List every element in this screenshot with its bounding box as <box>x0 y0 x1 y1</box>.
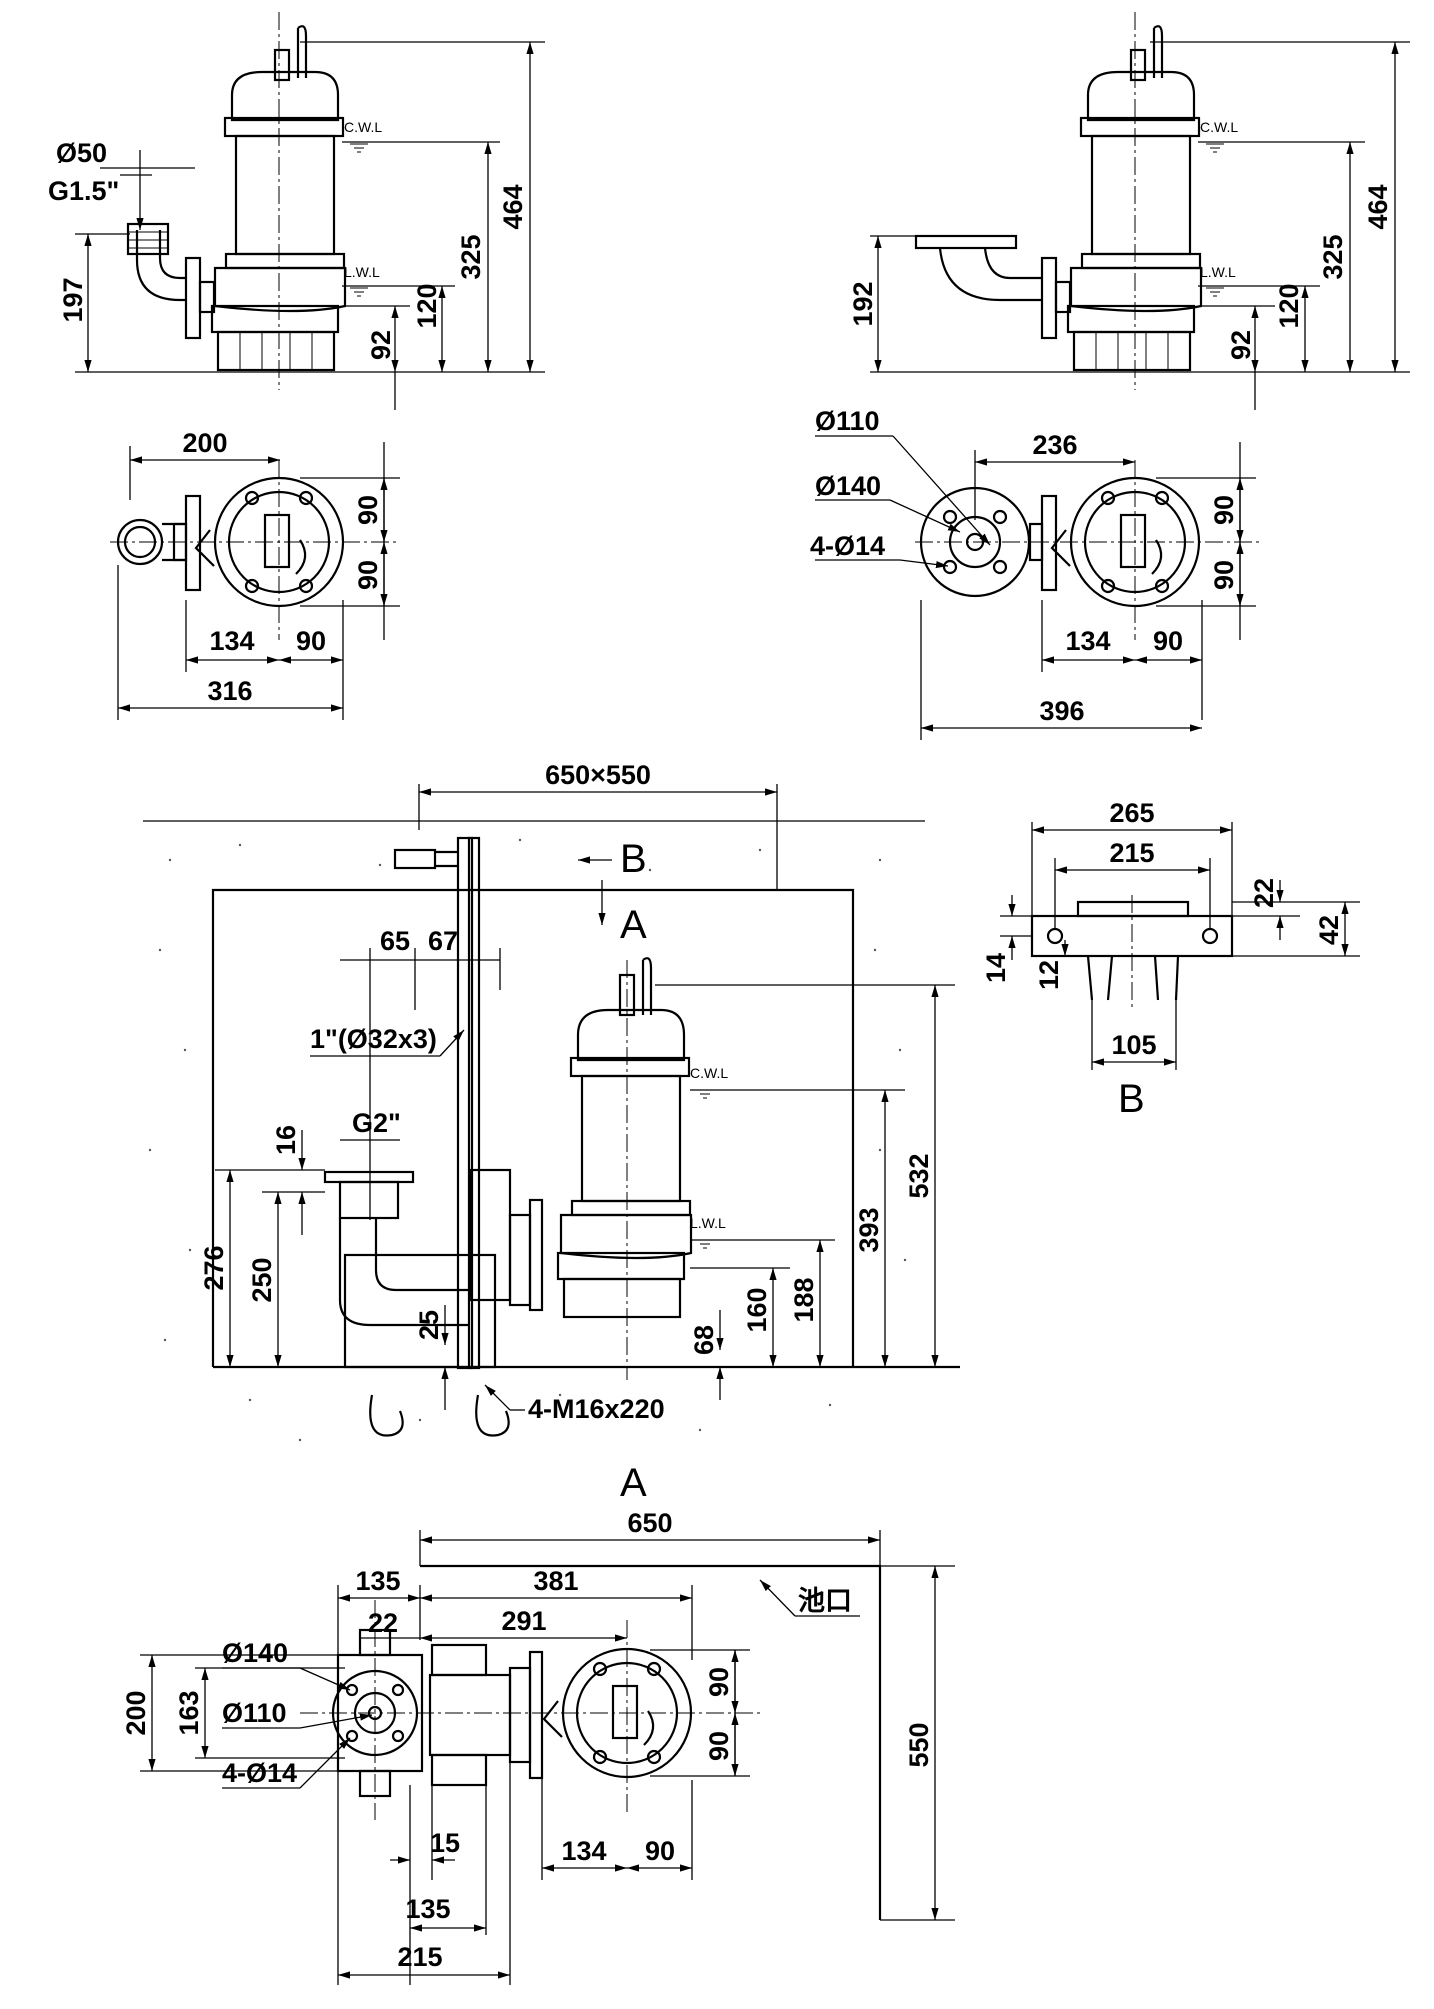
dim-90-a: 90 <box>353 495 383 525</box>
dim-90-i: 90 <box>645 1836 675 1866</box>
pump-body-2 <box>1066 25 1203 372</box>
dim-42: 42 <box>1314 915 1344 945</box>
dim-160: 160 <box>742 1287 772 1332</box>
label-detail-b: B <box>1118 1077 1145 1121</box>
label-thread-g2: G2" <box>352 1108 401 1138</box>
dim-276: 276 <box>199 1245 229 1290</box>
dim-325-v2: 325 <box>1318 234 1348 279</box>
label-lwl-3: L.W.L <box>690 1215 726 1231</box>
dim-120: 120 <box>412 283 442 328</box>
label-holes-a: 4-Ø14 <box>222 1758 297 1788</box>
plan-view-threaded-outlet: 200 90 90 134 90 316 <box>110 428 400 720</box>
dim-67: 67 <box>428 926 458 956</box>
label-lwl-2: L.W.L <box>1200 264 1236 280</box>
side-view-flanged-outlet: C.W.L L.W.L 192 464 325 120 92 <box>848 12 1410 410</box>
dim-250: 250 <box>247 1257 277 1302</box>
dim-464: 464 <box>498 184 528 229</box>
label-bolts: 4-M16x220 <box>528 1394 665 1424</box>
dim-265: 265 <box>1109 798 1154 828</box>
dim-134-a: 134 <box>561 1836 606 1866</box>
label-od-140: Ø140 <box>815 471 881 501</box>
dim-163: 163 <box>174 1690 204 1735</box>
concrete-texture <box>148 838 907 1442</box>
label-cwl-1: C.W.L <box>344 119 382 135</box>
dim-90-d: 90 <box>1209 495 1239 525</box>
discharge-elbow-flanged <box>914 234 1072 340</box>
plan-view-flanged-outlet: 236 Ø110 Ø140 4-Ø14 90 90 134 90 396 <box>810 406 1260 740</box>
pump-body <box>210 25 347 372</box>
dim-200: 200 <box>182 428 227 458</box>
dim-90-b: 90 <box>353 560 383 590</box>
dim-16: 16 <box>271 1125 301 1155</box>
label-pipe-1in: 1"(Ø32x3) <box>310 1024 437 1054</box>
dim-12: 12 <box>1034 960 1064 990</box>
dim-135-bot: 135 <box>405 1894 450 1924</box>
label-cwl-3: C.W.L <box>690 1065 728 1081</box>
side-view-threaded-outlet: C.W.L L.W.L Ø50 G1.5" 197 464 325 120 92 <box>48 12 545 410</box>
dim-291: 291 <box>501 1606 546 1636</box>
dim-92: 92 <box>366 330 396 360</box>
dim-215-b: 215 <box>1109 838 1154 868</box>
label-view-a-ref: A <box>620 903 647 947</box>
dim-192: 192 <box>848 281 878 326</box>
dim-396: 396 <box>1039 696 1084 726</box>
dim-393: 393 <box>854 1207 884 1252</box>
dim-15: 15 <box>430 1828 460 1858</box>
dim-188: 188 <box>789 1277 819 1322</box>
dim-120-v2: 120 <box>1274 283 1304 328</box>
label-od-110-a: Ø110 <box>222 1698 287 1728</box>
dim-65: 65 <box>380 926 410 956</box>
label-od-110: Ø110 <box>815 406 880 436</box>
dim-134-v4: 134 <box>1065 626 1110 656</box>
label-thread-g1-5: G1.5" <box>48 176 119 206</box>
dim-381: 381 <box>533 1566 578 1596</box>
dim-550: 550 <box>904 1722 934 1767</box>
dim-200-a: 200 <box>121 1690 151 1735</box>
installation-section: C.W.L L.W.L 650×550 B A 65 67 1"(Ø32x3) … <box>143 760 960 1442</box>
dim-236: 236 <box>1032 430 1077 460</box>
label-od-140-a: Ø140 <box>222 1638 288 1668</box>
dim-105: 105 <box>1111 1030 1156 1060</box>
detail-b-coupling: 265 215 105 22 42 14 12 B <box>981 798 1360 1121</box>
dim-650: 650 <box>627 1508 672 1538</box>
dim-215-a: 215 <box>397 1942 442 1972</box>
dim-90-c: 90 <box>296 626 326 656</box>
dim-22: 22 <box>1249 878 1279 908</box>
dim-90-e: 90 <box>1209 560 1239 590</box>
label-view-a: A <box>620 1461 647 1505</box>
dim-22-a: 22 <box>368 1608 398 1638</box>
dim-464-v2: 464 <box>1363 184 1393 229</box>
label-cwl-2: C.W.L <box>1200 119 1238 135</box>
dim-90-g: 90 <box>704 1667 734 1697</box>
dim-14: 14 <box>981 953 1011 983</box>
dim-134: 134 <box>209 626 254 656</box>
label-od-50: Ø50 <box>56 138 107 168</box>
label-lwl-1: L.W.L <box>344 264 380 280</box>
discharge-pipe-threaded <box>126 222 216 340</box>
dim-316: 316 <box>207 676 252 706</box>
dim-532: 532 <box>904 1153 934 1198</box>
view-a-plan: A 650 550 池口 135 381 22 291 Ø140 Ø110 4-… <box>121 1461 955 1985</box>
dim-68: 68 <box>689 1325 719 1355</box>
dim-197: 197 <box>58 277 88 322</box>
dim-135-top: 135 <box>355 1566 400 1596</box>
dim-325: 325 <box>456 234 486 279</box>
dim-650x550: 650×550 <box>545 760 651 790</box>
dim-92-v2: 92 <box>1226 330 1256 360</box>
dim-90-f: 90 <box>1153 626 1183 656</box>
label-holes-4-14: 4-Ø14 <box>810 531 885 561</box>
label-view-b-ref: B <box>620 837 647 881</box>
pump-body-3 <box>556 957 693 1319</box>
dim-25: 25 <box>414 1310 444 1340</box>
label-pit-edge: 池口 <box>798 1586 852 1616</box>
dim-90-h: 90 <box>704 1731 734 1761</box>
